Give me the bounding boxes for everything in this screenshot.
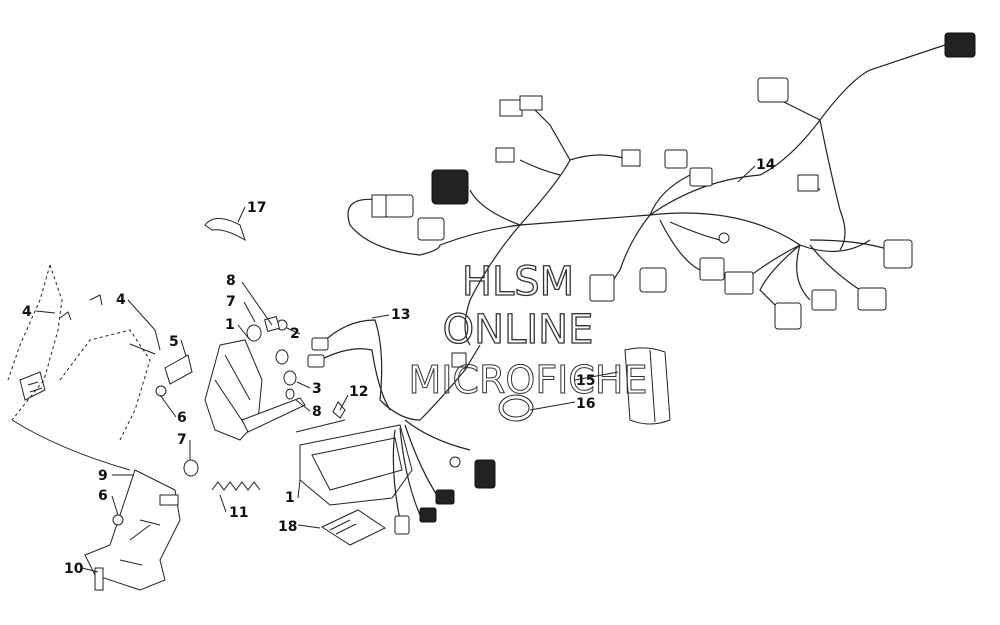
callout-8: 8 [226, 273, 236, 289]
headlight-bracket [84, 469, 181, 591]
callout-numbers: 1 1 2 3 4 4 5 6 6 7 7 8 8 9 10 11 12 13 … [22, 157, 776, 577]
band-clamp [498, 394, 534, 422]
headlight-lower [299, 424, 413, 506]
leader-lines [35, 165, 756, 573]
spring [211, 481, 261, 491]
callout-5: 5 [169, 334, 179, 350]
fasteners [59, 294, 346, 526]
callout-10: 10 [64, 561, 84, 577]
decal [320, 509, 387, 546]
callout-7: 7 [226, 294, 236, 310]
watermark-line-3: MICROFICHE [408, 358, 647, 402]
windshield-outline [7, 264, 151, 471]
watermark-line-1: HLSM [462, 259, 574, 305]
callout-2: 2 [290, 326, 300, 342]
callout-8: 8 [312, 404, 322, 420]
callout-7: 7 [177, 432, 187, 448]
callout-4: 4 [22, 304, 32, 320]
callout-6: 6 [98, 488, 108, 504]
callout-15: 15 [576, 373, 595, 389]
clip [204, 218, 246, 242]
watermark: HLSM ONLINE MICROFICHE [408, 258, 648, 402]
callout-11: 11 [229, 505, 248, 521]
sleeve [624, 347, 671, 425]
watermark-line-2: ONLINE [443, 307, 594, 353]
callout-1: 1 [285, 490, 295, 506]
callout-16: 16 [576, 396, 595, 412]
headlight-upper [204, 339, 306, 441]
callout-13: 13 [391, 307, 410, 323]
callout-3: 3 [312, 381, 322, 397]
callout-18: 18 [278, 519, 297, 535]
callout-14: 14 [756, 157, 776, 173]
callout-9: 9 [98, 468, 108, 484]
callout-6: 6 [177, 410, 187, 426]
callout-12: 12 [349, 384, 368, 400]
front-harness [307, 319, 496, 535]
callout-1: 1 [225, 317, 235, 333]
callout-17: 17 [247, 200, 266, 216]
main-harness [347, 32, 976, 346]
callout-4: 4 [116, 292, 126, 308]
